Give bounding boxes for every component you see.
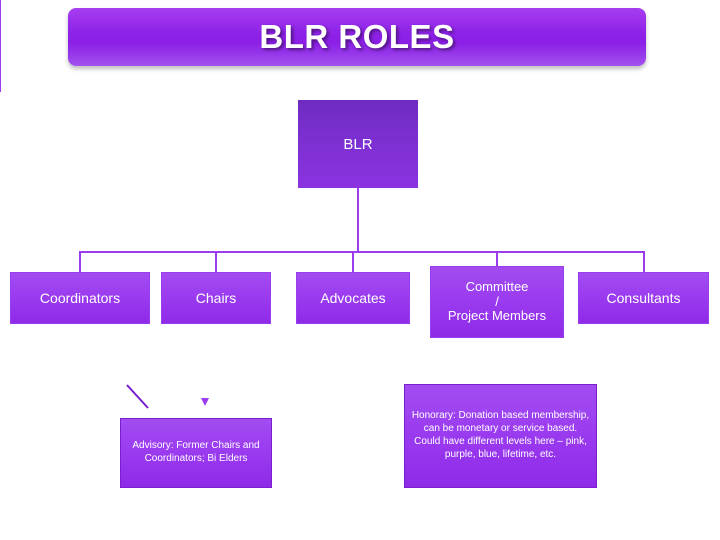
- connector-to-chairs: [215, 251, 217, 272]
- node-coordinators-label: Coordinators: [39, 289, 121, 306]
- node-consultants: Consultants: [578, 272, 709, 324]
- node-committee-label-line3: Project Members: [447, 308, 547, 324]
- node-advisory-label: Advisory: Former Chairs and Coordinators…: [132, 440, 260, 464]
- connector-horizontal-bus: [79, 251, 644, 253]
- node-committee-label-line1: Committee: [465, 278, 529, 294]
- node-chairs: Chairs: [161, 272, 271, 324]
- node-blr-root-label: BLR: [343, 135, 373, 153]
- node-committee-project-members: Committee / Project Members: [430, 266, 564, 338]
- title-banner: BLR ROLES: [68, 8, 646, 66]
- node-committee-label-line2: /: [495, 293, 499, 309]
- node-advocates: Advocates: [296, 272, 410, 324]
- page-title: BLR ROLES: [259, 18, 455, 55]
- node-consultants-label: Consultants: [606, 289, 681, 306]
- node-blr-root: BLR: [298, 100, 418, 188]
- node-honorary-note: Honorary: Donation based membership, can…: [404, 384, 597, 488]
- diagonal-stroke-icon: [126, 384, 152, 410]
- connector-to-advocates: [352, 251, 354, 272]
- arrow-down-icon: [201, 398, 209, 406]
- node-honorary-label: Honorary: Donation based membership, can…: [411, 410, 590, 460]
- node-coordinators: Coordinators: [10, 272, 150, 324]
- connector-to-committee: [496, 251, 498, 266]
- node-chairs-label: Chairs: [195, 289, 237, 306]
- connector-root-vertical: [357, 188, 359, 252]
- node-advocates-label: Advocates: [320, 289, 386, 306]
- connector-to-consultants: [643, 251, 645, 272]
- node-advisory-note: Advisory: Former Chairs and Coordinators…: [120, 418, 272, 488]
- connector-chairs-to-advisory: [0, 0, 1, 92]
- connector-to-coordinators: [79, 251, 81, 272]
